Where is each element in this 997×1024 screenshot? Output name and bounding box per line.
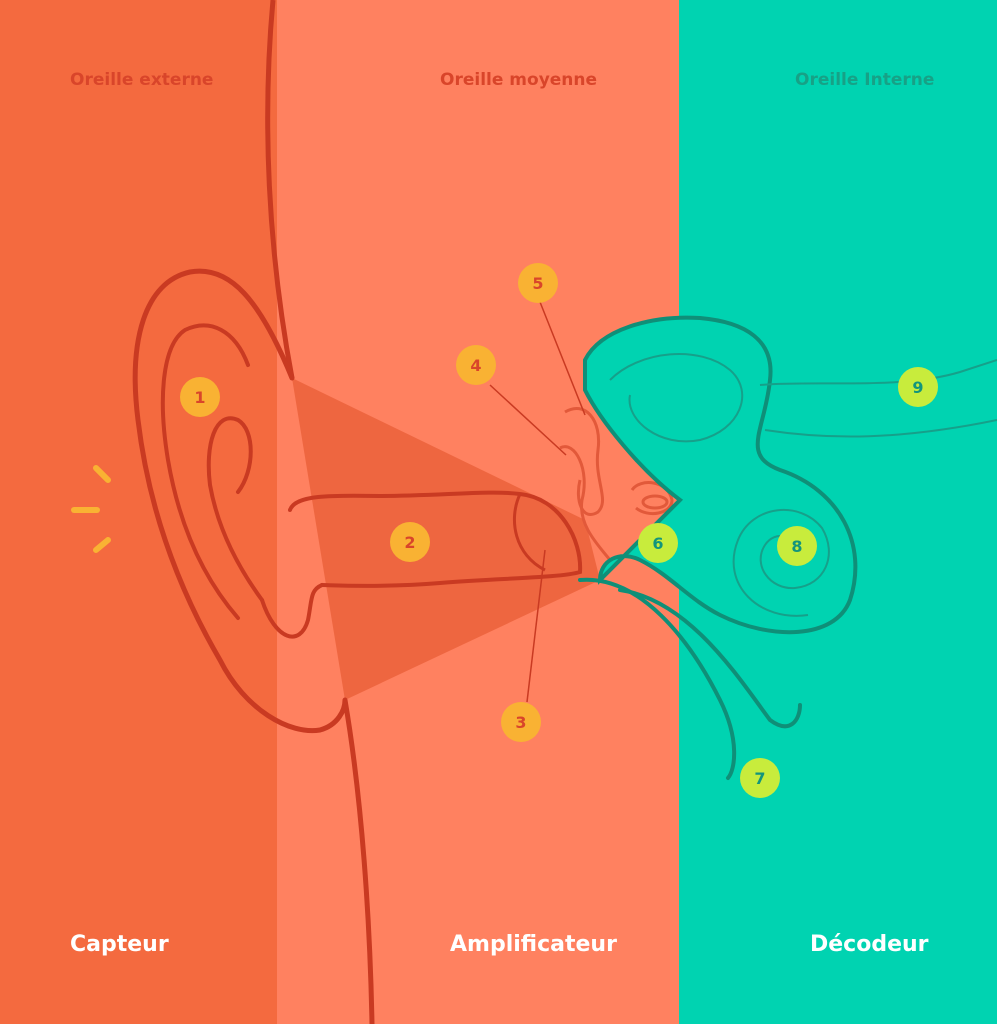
zone-title-inner-ear: Oreille Interne [795, 70, 935, 90]
marker-3: 3 [501, 702, 541, 742]
zone-title-outer-ear: Oreille externe [70, 70, 214, 90]
helix-inner [160, 323, 250, 620]
marker-6: 6 [638, 523, 678, 563]
pinna-outline [132, 268, 348, 734]
antihelix [206, 416, 264, 602]
leader-lines [489, 301, 586, 703]
role-label-amplificateur: Amplificateur [450, 932, 617, 957]
neck-contour [342, 699, 375, 1024]
marker-2: 2 [390, 522, 430, 562]
ear-canal-outline [288, 490, 583, 588]
marker-8: 8 [777, 526, 817, 566]
ossicles [559, 407, 674, 561]
marker-7: 7 [740, 758, 780, 798]
role-label-capteur: Capteur [70, 932, 169, 957]
inner-ear-body [583, 315, 858, 635]
eustachian-tube-lower [618, 588, 802, 729]
role-label-decodeur: Décodeur [810, 932, 929, 957]
marker-9: 9 [898, 367, 938, 407]
marker-1: 1 [180, 377, 220, 417]
auditory-nerve [759, 359, 997, 438]
semicircular-canals [609, 353, 744, 443]
marker-4: 4 [456, 345, 496, 385]
sound-cone [292, 378, 600, 700]
concha [260, 583, 324, 639]
cochlea-spiral [732, 508, 830, 617]
marker-5: 5 [518, 263, 558, 303]
sound-waves [71, 465, 111, 553]
zone-title-middle-ear: Oreille moyenne [440, 70, 598, 90]
eardrum-rim [512, 493, 546, 572]
head-contour [265, 0, 295, 379]
